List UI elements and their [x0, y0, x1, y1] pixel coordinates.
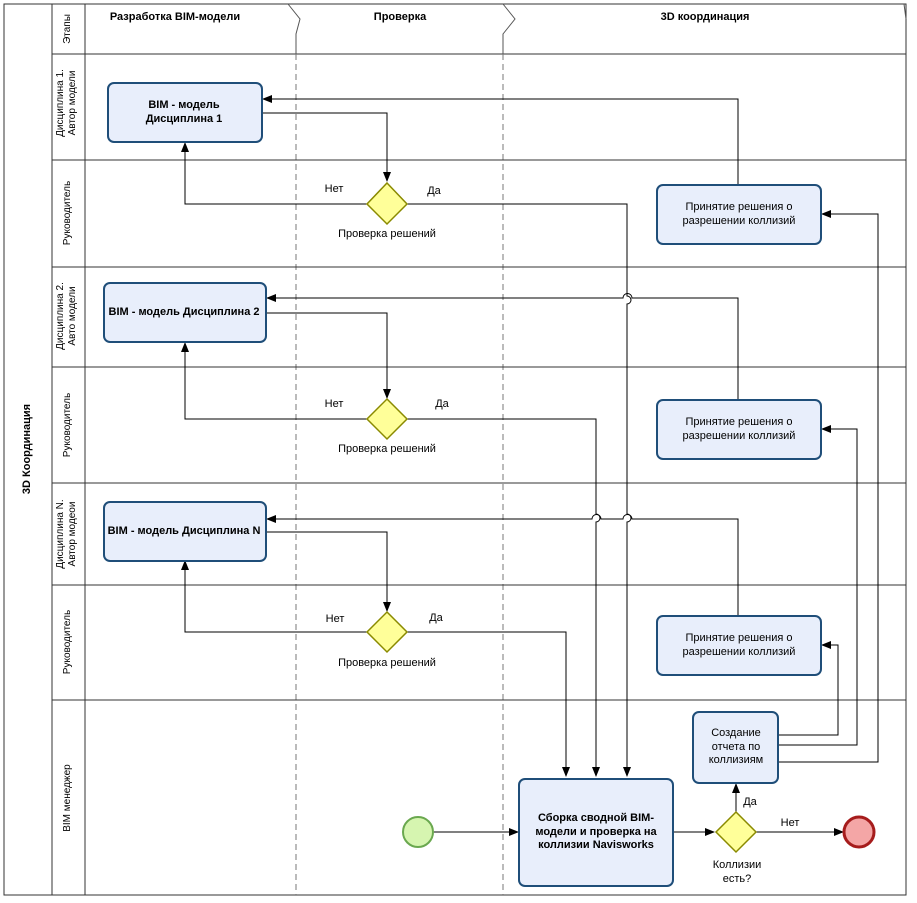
lane-label-discipline-1: Дисциплина 1.Автор модели — [55, 69, 78, 137]
flow-report-to-decision3 — [779, 641, 839, 736]
start-event[interactable] — [402, 816, 434, 848]
lane-label-manager-3: Руководитель — [62, 609, 73, 675]
gateway-check-1-no: Нет — [324, 183, 344, 196]
phase-label-stages: Этапы — [62, 14, 73, 44]
flow-check3-yes — [407, 631, 570, 777]
phase-chevron-2 — [502, 3, 516, 54]
gateway-check-1-yes: Да — [427, 185, 441, 198]
task-bim-model-1-label: BIM - модель Дисциплина 1 — [145, 98, 223, 125]
gateway-collisions[interactable] — [714, 810, 758, 854]
gateway-check-2[interactable] — [365, 397, 409, 441]
task-decision-2-label: Принятие решения о разрешении коллизий — [682, 415, 796, 442]
task-bim-model-n-label: BIM - модель Дисциплина N — [107, 524, 261, 537]
lane-label-discipline-n: Дисциплина N.Автор модеои — [55, 499, 78, 569]
task-bim-model-2[interactable] — [103, 282, 267, 343]
flow-decision1-to-bim1 — [262, 95, 739, 185]
flow-report-to-decision2 — [779, 425, 858, 746]
task-report-label: Создание отчета по коллизиям — [708, 726, 764, 767]
gateway-collisions-label: Коллизии есть? — [712, 859, 762, 885]
phase-label-bim-development: Разработка BIM-модели — [109, 11, 241, 24]
task-bim-model-2-label: BIM - модель Дисциплина 2 — [108, 305, 260, 318]
task-assembly[interactable] — [518, 778, 674, 887]
flow-check1-no — [181, 142, 368, 205]
gateway-check-2-label: Проверка решений — [338, 443, 436, 456]
task-decision-1-label: Принятие решения о разрешении коллизий — [682, 200, 796, 227]
flow-bimn-to-check3 — [266, 531, 391, 612]
task-decision-1[interactable] — [656, 184, 822, 245]
gateway-check-3-label: Проверка решений — [338, 657, 436, 670]
task-decision-3-label: Принятие решения о разрешении коллизий — [682, 631, 796, 658]
lane-label-manager-1: Руководитель — [62, 180, 73, 246]
gateway-collisions-yes: Да — [743, 796, 757, 809]
phase-chevron-3 — [903, 3, 907, 20]
pool-title: 3D Координация — [21, 403, 33, 495]
gateway-check-1-label: Проверка решений — [338, 228, 436, 241]
gateway-check-2-no: Нет — [324, 398, 344, 411]
task-report[interactable] — [692, 711, 779, 784]
task-decision-2[interactable] — [656, 399, 822, 460]
flow-report-to-decision1 — [779, 210, 879, 763]
task-assembly-label: Сборка сводной BIM-модели и проверка на … — [535, 811, 657, 852]
end-event[interactable] — [842, 815, 876, 849]
flow-check1-yes — [407, 203, 632, 777]
gateway-check-1[interactable] — [365, 181, 409, 226]
flow-bim2-to-check2 — [266, 312, 391, 399]
lane-label-manager-2: Руководитель — [62, 392, 73, 458]
phase-chevron-1 — [287, 3, 301, 54]
flow-check2-no — [181, 342, 368, 420]
task-bim-model-n[interactable] — [103, 501, 267, 562]
phase-label-3d-coordination: 3D координация — [660, 11, 750, 24]
phase-label-check: Проверка — [373, 11, 427, 24]
gateway-check-3-no: Нет — [325, 613, 345, 626]
flow-check3-no — [181, 560, 368, 633]
flow-decision2-to-bim2 — [266, 293, 739, 400]
flow-decision3-to-bimn — [266, 514, 739, 616]
gateway-collisions-no: Нет — [780, 817, 800, 830]
flow-bim1-to-check1 — [262, 112, 391, 182]
task-bim-model-1[interactable] — [107, 82, 263, 143]
flow-check2-yes — [407, 418, 601, 777]
gateway-check-2-yes: Да — [435, 398, 449, 411]
gateway-check-3-yes: Да — [429, 612, 443, 625]
lane-label-bim-manager: BIM менеджер — [62, 764, 73, 832]
lane-label-discipline-2: Дисциплина 2.Авто модели — [55, 282, 78, 350]
gateway-check-3[interactable] — [365, 610, 409, 654]
task-decision-3[interactable] — [656, 615, 822, 676]
